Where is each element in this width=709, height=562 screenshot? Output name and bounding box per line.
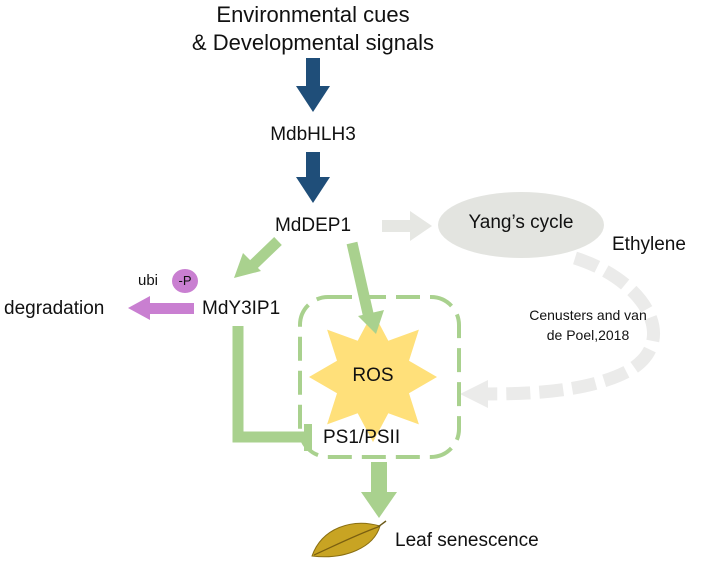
arrow-mddep1-to-yang-cycle [382, 211, 432, 241]
yang-cycle-ellipse [438, 192, 604, 258]
chloroplast-dashed-box [298, 295, 461, 459]
arrow-ps-to-leaf-senescence [361, 462, 397, 518]
leaf-icon [311, 520, 387, 558]
label-ubi: ubi [138, 272, 159, 289]
arrow-mdbhlh3-to-mddep1 [296, 152, 330, 203]
arrow-mddep1-to-mdy3ip1 [234, 237, 282, 278]
arrow-mdy3ip1-to-degradation [128, 296, 194, 320]
ros-star [309, 312, 437, 442]
node-ros: ROS [352, 365, 394, 386]
node-leaf-senescence: Leaf senescence [395, 530, 539, 551]
node-mdy3ip1: MdY3IP1 [202, 298, 281, 319]
label-phospho: -P [178, 273, 192, 288]
arrow-mddep1-to-ros [346, 241, 384, 334]
arrow-env-to-mdbhlh3 [296, 58, 330, 112]
inhibition-bar [304, 424, 312, 451]
node-mddep1: MdDEP1 [274, 215, 352, 236]
arrow-ethylene-to-ros-head [460, 380, 488, 408]
node-ps1-psii: PS1/PSII [323, 427, 401, 448]
citation-line2: de Poel,2018 [546, 327, 630, 344]
env-cues-line1: Environmental cues [216, 2, 410, 27]
phospho-bubble [172, 269, 198, 293]
citation-note: Cenusters and van de Poel,2018 [508, 305, 668, 346]
env-cues-line2: & Developmental signals [191, 30, 435, 55]
inhibition-mdy3ip1-to-ps [232, 326, 305, 443]
node-degradation: degradation [4, 298, 105, 319]
citation-line1: Cenusters and van [529, 307, 647, 323]
node-ethylene: Ethylene [612, 234, 686, 255]
node-yang-cycle: Yang’s cycle [468, 212, 574, 233]
node-mdbhlh3: MdbHLH3 [270, 124, 356, 145]
